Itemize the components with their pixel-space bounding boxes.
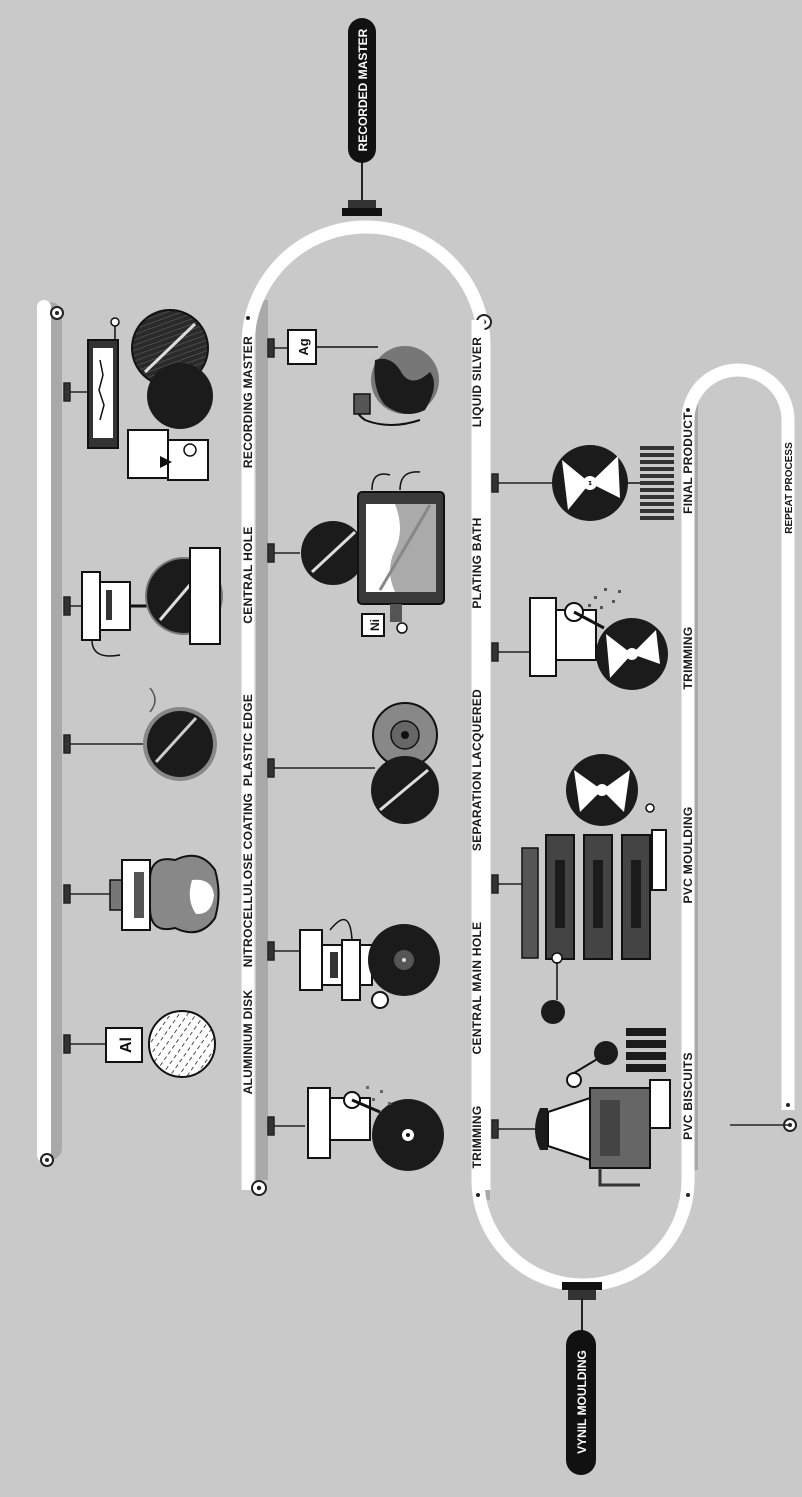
final-record-icon: [552, 445, 674, 521]
silver-spray-icon: Ag: [287, 329, 439, 426]
label-liquid-silver: LIQUID SILVER: [470, 337, 484, 427]
vinyl-moulding-pill: VYNIL MOULDING: [562, 1282, 602, 1475]
record-trimming-icon: [529, 588, 668, 690]
track-loop-upper: [241, 220, 492, 1200]
recorded-master-label: RECORDED MASTER: [356, 28, 370, 151]
label-pvc-biscuits: PVC BISCUITS: [681, 1052, 695, 1140]
nickel-symbol: Ni: [368, 619, 382, 631]
plating-bath-icon: Ni: [301, 471, 445, 637]
label-plastic-edge: PLASTIC EDGE: [241, 694, 255, 786]
label-central-hole: CENTRAL HOLE: [241, 526, 255, 623]
label-pvc-moulding: PVC MOULDING: [681, 807, 695, 904]
punch-machine-icon: [299, 918, 440, 1009]
label-recording-master: RECORDING MASTER: [241, 336, 255, 468]
track-loop-lower: [471, 320, 797, 1292]
drilling-machine-icon: [81, 547, 223, 657]
track-dots: [246, 316, 790, 1197]
label-aluminium-disk: ALUMINIUM DISK: [241, 990, 255, 1095]
track1-labels: ALUMINIUM DISK NITROCELLULOSE COATING PL…: [241, 336, 255, 1095]
station-stems: [63, 338, 552, 1139]
label-central-main-hole: CENTRAL MAIN HOLE: [470, 922, 484, 1055]
trimming-machine-icon: [307, 1086, 444, 1171]
coating-machine-icon: [109, 854, 220, 934]
track2-labels: TRIMMING CENTRAL MAIN HOLE SEPARATION LA…: [470, 337, 484, 1169]
label-nitrocellulose-coating: NITROCELLULOSE COATING: [241, 793, 255, 967]
recorded-master-pill: RECORDED MASTER: [342, 18, 382, 216]
aluminium-symbol: Al: [118, 1037, 135, 1053]
track3-labels: PVC BISCUITS PVC MOULDING TRIMMING FINAL…: [681, 412, 695, 1140]
label-plating-bath: PLATING BATH: [470, 517, 484, 608]
plastic-edge-disk-icon: [143, 687, 217, 781]
extruder-machine-icon: [535, 1028, 671, 1187]
label-trimming-2: TRIMMING: [681, 626, 695, 689]
label-repeat-process: REPEAT PROCESS: [784, 442, 795, 534]
vinyl-moulding-label: VYNIL MOULDING: [575, 1350, 589, 1454]
aluminium-disk-icon: Al: [105, 1010, 216, 1078]
label-final-product: FINAL PRODUCT: [681, 412, 695, 514]
lathe-recorder-icon: [87, 309, 213, 481]
silver-symbol: Ag: [296, 338, 311, 355]
press-machine-icon: [521, 754, 667, 1024]
label-trimming-1: TRIMMING: [470, 1105, 484, 1168]
separation-disks-icon: [371, 702, 439, 824]
label-separation-lacquered: SEPARATION LACQUERED: [470, 689, 484, 851]
track-1: [37, 300, 64, 1167]
